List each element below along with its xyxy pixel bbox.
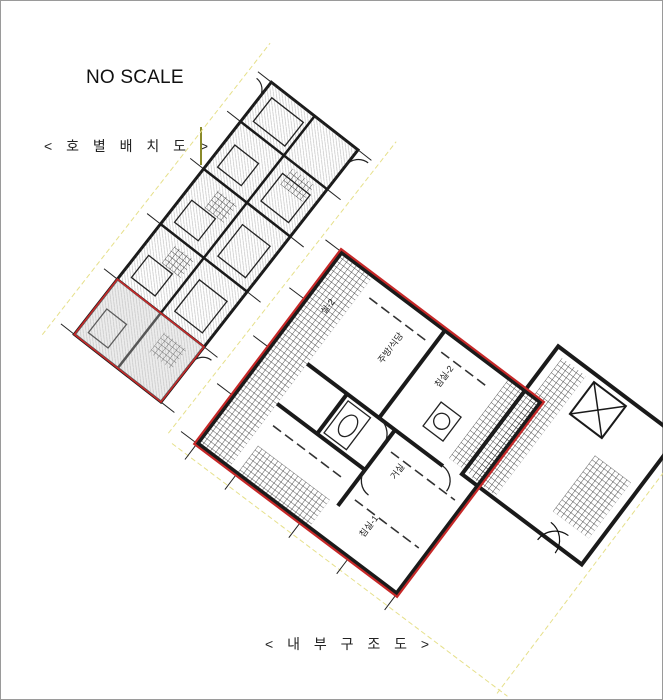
site-layout-plan xyxy=(41,42,397,434)
site-layout-caption: < 호 별 배 치 도 > xyxy=(44,138,214,154)
room-label-living: 거실 xyxy=(389,462,407,481)
interior-structure-plan: 침실-2 침실-1 주방/식당 거실 실-2 xyxy=(171,239,663,697)
highlighted-unit-large xyxy=(192,247,546,599)
room-label-bedroom-2: 침실-2 xyxy=(433,364,456,390)
highlighted-unit-small xyxy=(73,278,206,404)
interior-structure-caption: < 내 부 구 조 도 > xyxy=(265,636,435,652)
room-label-kitchen: 주방/식당 xyxy=(376,331,405,365)
room-label-bedroom-1: 침실-1 xyxy=(357,513,380,539)
divider-mark xyxy=(200,127,202,165)
scale-note: NO SCALE xyxy=(86,67,184,88)
